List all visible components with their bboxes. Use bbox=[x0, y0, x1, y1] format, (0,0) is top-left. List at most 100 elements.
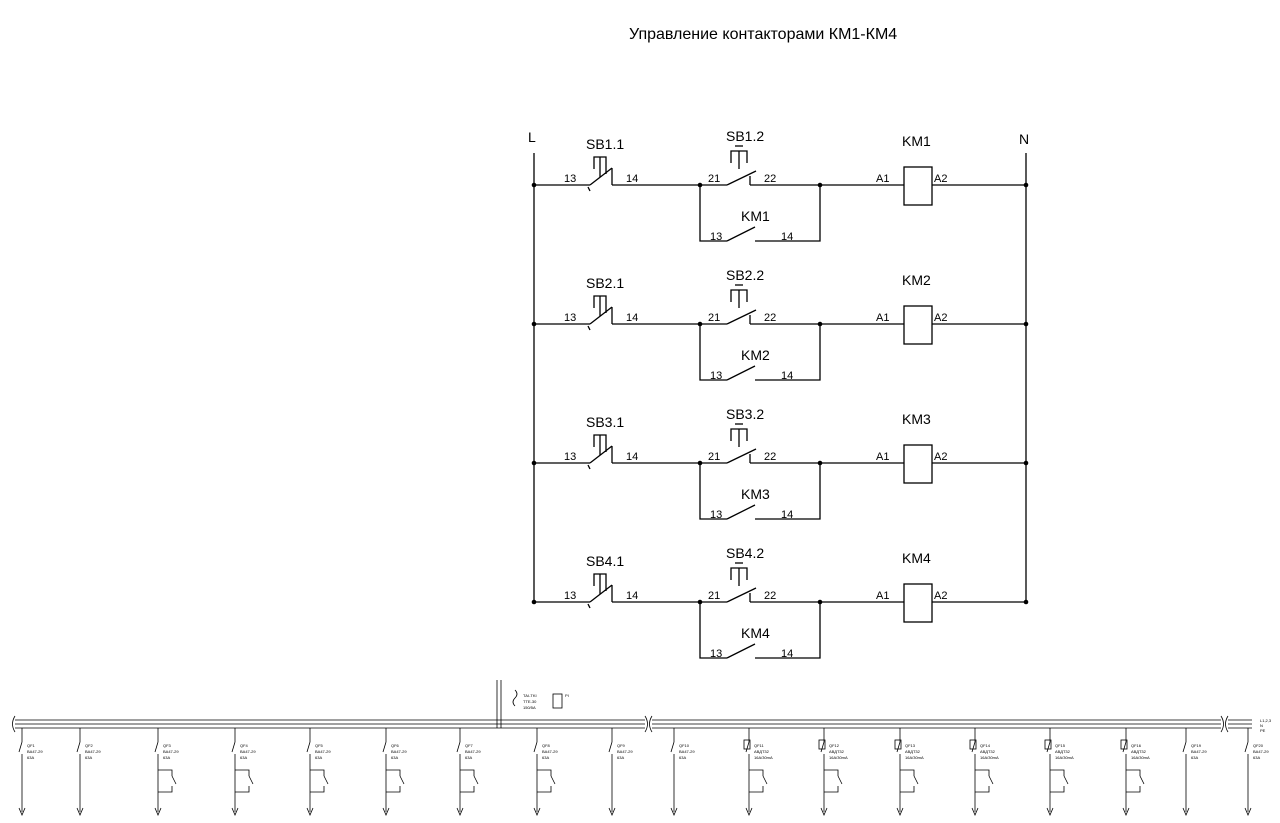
breaker-type: АВДТ32 bbox=[754, 749, 770, 754]
coil-label: KM4 bbox=[902, 550, 931, 566]
branch-wire bbox=[755, 602, 821, 659]
aux-wire bbox=[749, 786, 764, 793]
terminal-label: 13 bbox=[564, 173, 576, 185]
breaker-contact bbox=[76, 741, 81, 753]
breaker-contact bbox=[670, 741, 675, 753]
breaker-type: BA47-29 bbox=[1253, 749, 1269, 754]
breaker-type: АВДТ32 bbox=[1055, 749, 1071, 754]
hold-contact-label: KM3 bbox=[741, 486, 770, 502]
rail-l-label: L bbox=[528, 129, 536, 145]
breaker-label: QF16 bbox=[1131, 743, 1142, 748]
breaker-rating: 63A bbox=[1191, 755, 1198, 760]
feeder-arrow bbox=[231, 807, 239, 817]
terminal-label: 22 bbox=[764, 173, 776, 185]
aux-wire bbox=[460, 786, 475, 793]
breaker-rating: 63A bbox=[617, 755, 624, 760]
hold-contact-branch bbox=[699, 463, 821, 520]
breaker-type: АВДТ32 bbox=[1131, 749, 1147, 754]
aux-contact bbox=[1139, 775, 1145, 785]
aux-contact bbox=[399, 775, 405, 785]
contact-blade bbox=[726, 309, 757, 325]
aux-contact bbox=[323, 775, 329, 785]
breaker-label: QF1 bbox=[27, 743, 36, 748]
terminal-label: 13 bbox=[710, 370, 722, 382]
breaker-type: BA47-29 bbox=[542, 749, 558, 754]
aux-contact bbox=[762, 775, 768, 785]
aux-wire bbox=[824, 769, 839, 776]
contact-blade bbox=[726, 448, 757, 464]
bus-label: PE bbox=[1260, 728, 1266, 733]
aux-wire bbox=[158, 786, 173, 793]
breaker-rating: 63A bbox=[85, 755, 92, 760]
aux-wire bbox=[310, 769, 325, 776]
terminal-label: A1 bbox=[876, 312, 889, 324]
contact-blade bbox=[726, 587, 757, 603]
stop-button-label: SB2.2 bbox=[726, 267, 764, 283]
bus-break bbox=[649, 715, 653, 733]
breaker-contact bbox=[154, 741, 159, 753]
ct-symbol bbox=[512, 689, 518, 707]
terminal-label: 22 bbox=[764, 312, 776, 324]
breaker-contact bbox=[820, 741, 825, 753]
feeder-arrow bbox=[1046, 807, 1054, 817]
hold-contact-branch bbox=[699, 185, 821, 242]
branch-wire bbox=[699, 324, 727, 381]
stop-button-label: SB1.2 bbox=[726, 128, 764, 144]
feeder-arrow bbox=[533, 807, 541, 817]
terminal-label: 22 bbox=[764, 451, 776, 463]
contact-blade bbox=[726, 643, 756, 659]
contact-blade bbox=[726, 365, 756, 381]
terminal-label: 21 bbox=[708, 312, 720, 324]
contact-blade bbox=[589, 167, 613, 186]
feeder-arrow bbox=[670, 807, 678, 817]
feeder-arrow bbox=[154, 807, 162, 817]
start-button-symbol bbox=[587, 573, 613, 609]
aux-wire bbox=[235, 769, 250, 776]
breaker-label: QF5 bbox=[315, 743, 324, 748]
terminal-label: 21 bbox=[708, 451, 720, 463]
breaker-rating: 16A/30mA bbox=[1055, 755, 1074, 760]
coil-label: KM2 bbox=[902, 272, 931, 288]
terminal-label: 14 bbox=[781, 648, 793, 660]
breaker-contact bbox=[1046, 741, 1051, 753]
start-button-label: SB1.1 bbox=[586, 136, 624, 152]
feeder-arrow bbox=[306, 807, 314, 817]
breaker-type: BA47-29 bbox=[240, 749, 256, 754]
aux-contact bbox=[1063, 775, 1069, 785]
breaker-label: QF8 bbox=[542, 743, 551, 748]
terminal-label: 21 bbox=[708, 173, 720, 185]
feeder-arrow bbox=[76, 807, 84, 817]
breaker-type: BA47-29 bbox=[1191, 749, 1207, 754]
breaker-type: АВДТ32 bbox=[905, 749, 921, 754]
junction-dot bbox=[531, 460, 537, 466]
start-button-label: SB3.1 bbox=[586, 414, 624, 430]
breaker-label: QF2 bbox=[85, 743, 94, 748]
aux-wire bbox=[975, 769, 990, 776]
rcd-symbol bbox=[969, 739, 977, 750]
breaker-type: BA47-29 bbox=[391, 749, 407, 754]
terminal-label: A2 bbox=[934, 451, 947, 463]
breaker-contact bbox=[1122, 741, 1127, 753]
stop-button-label: SB4.2 bbox=[726, 545, 764, 561]
breaker-type: BA47-29 bbox=[85, 749, 101, 754]
terminal-label: 13 bbox=[710, 509, 722, 521]
aux-contact bbox=[473, 775, 479, 785]
contact-blade bbox=[726, 170, 757, 186]
aux-wire bbox=[386, 786, 401, 793]
start-button-symbol bbox=[587, 295, 613, 331]
aux-wire bbox=[158, 769, 173, 776]
terminal-label: 13 bbox=[564, 451, 576, 463]
breaker-type: BA47-29 bbox=[679, 749, 695, 754]
breaker-type: BA47-29 bbox=[163, 749, 179, 754]
contact-blade bbox=[726, 504, 756, 520]
